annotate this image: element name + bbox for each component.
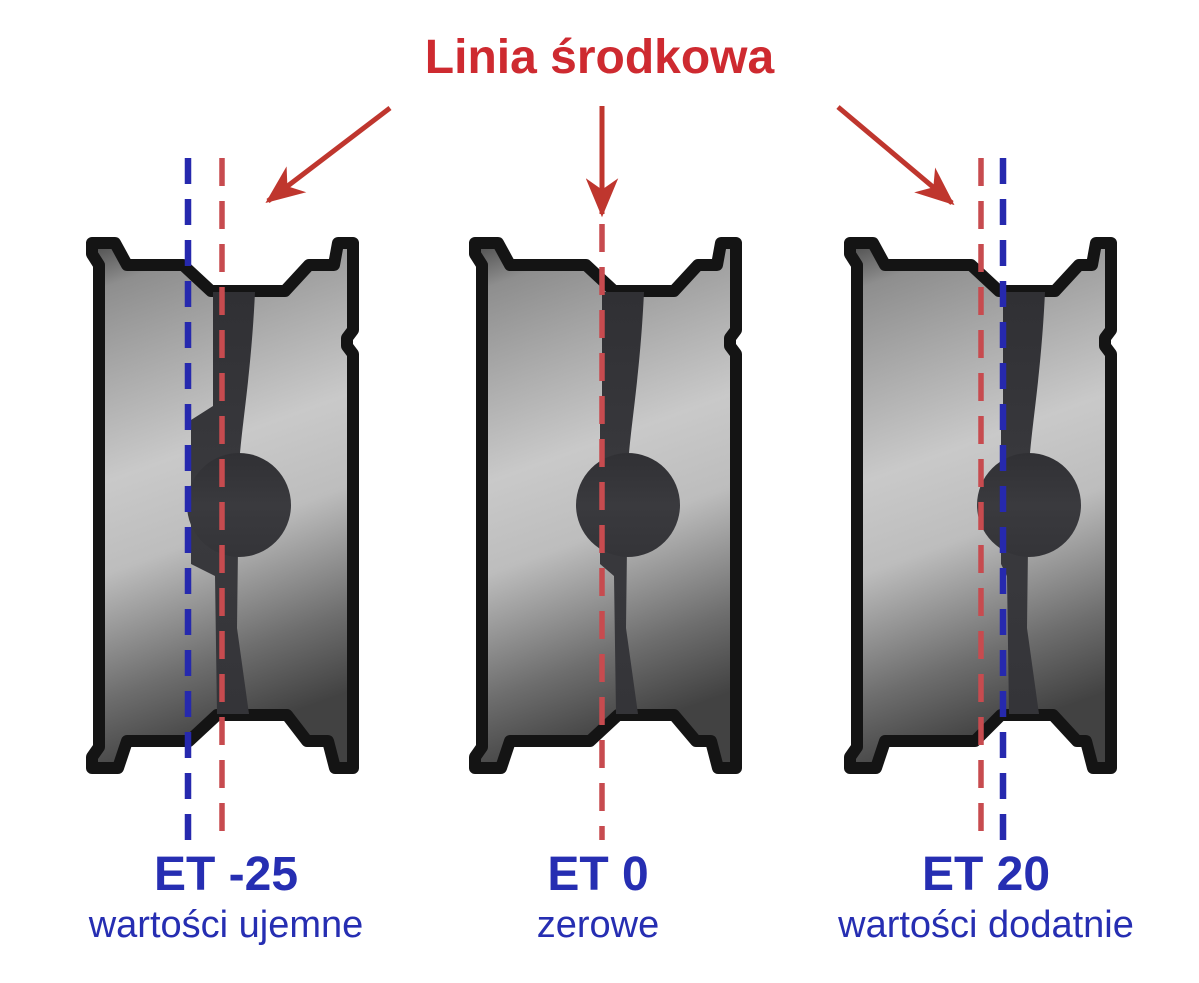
diagram-title: Linia środkowa [424,31,775,84]
et-value-label: ET -25 [153,848,299,901]
rim-section-drawing [844,158,1117,840]
label-zero-offset: ET 0 zerowe [388,848,808,948]
wheel-cross-section-positive [843,158,1123,848]
rim-section-drawing [469,224,742,840]
hub-bulge [187,453,291,557]
et-description-label: zerowe [536,904,660,946]
et-value-label: ET 0 [547,848,649,901]
rim-section-drawing [86,158,359,840]
wheel-cross-section-zero [468,158,748,848]
et-description-label: wartości dodatnie [838,904,1134,946]
label-negative-offset: ET -25 wartości ujemne [16,848,436,948]
et-value-label: ET 20 [921,848,1051,901]
hub-bulge [977,453,1081,557]
label-positive-offset: ET 20 wartości dodatnie [776,848,1196,948]
wheel-cross-section-negative [85,158,365,848]
hub-bulge [576,453,680,557]
et-description-label: wartości ujemne [88,904,364,946]
